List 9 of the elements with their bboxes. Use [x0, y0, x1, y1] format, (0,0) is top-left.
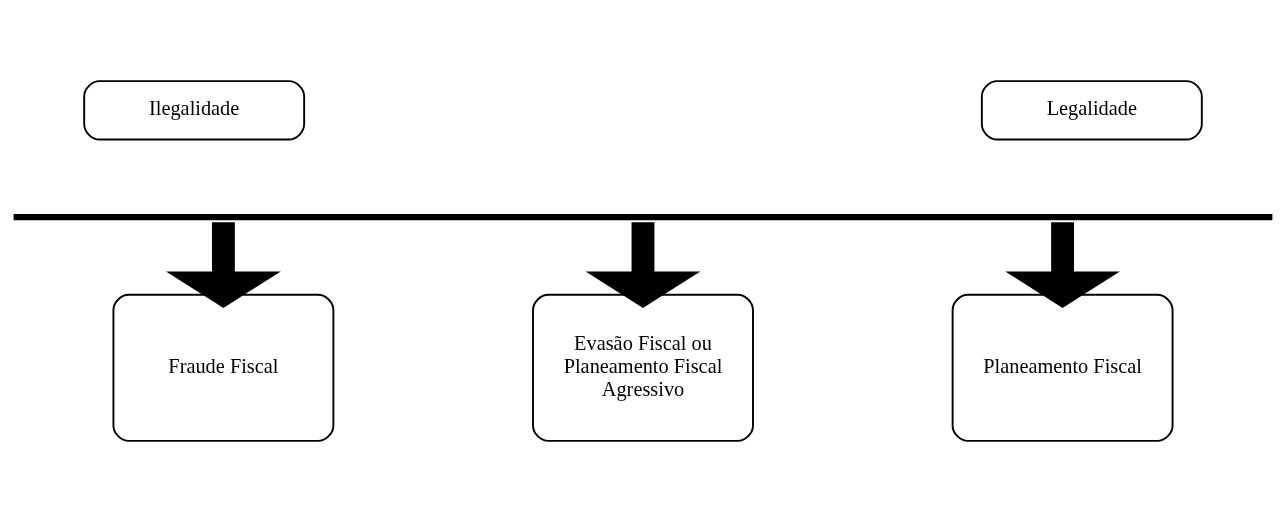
node-box: Planeamento Fiscal	[951, 293, 1174, 442]
node-bar	[13, 213, 1273, 221]
arrow	[585, 222, 701, 308]
node-box: Legalidade	[980, 80, 1203, 141]
node-box: Ilegalidade	[83, 80, 306, 141]
node-box: Evasão Fiscal ou Planeamento Fiscal Agressivo	[532, 293, 754, 442]
arrow	[1005, 222, 1120, 308]
arrow	[166, 222, 281, 308]
node-box: Fraude Fiscal	[112, 293, 335, 442]
